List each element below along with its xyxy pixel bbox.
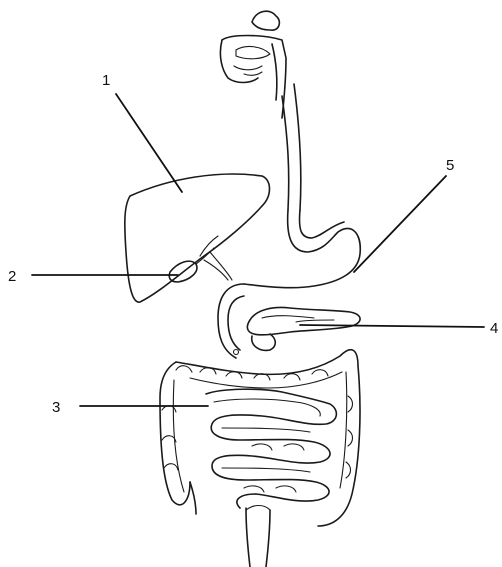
leader-line-5	[354, 176, 446, 272]
label-3: 3	[52, 399, 60, 416]
label-1: 1	[102, 72, 110, 89]
small-intestine	[206, 389, 336, 508]
leader-line-1	[116, 94, 182, 192]
gallbladder	[169, 248, 232, 282]
colon	[160, 350, 360, 526]
stomach	[244, 210, 360, 288]
pancreas	[247, 308, 360, 351]
label-5: 5	[446, 157, 454, 174]
label-4: 4	[490, 320, 498, 337]
liver	[125, 174, 270, 302]
mouth-cavity	[220, 11, 286, 118]
leader-line-4	[300, 325, 484, 327]
esophagus	[282, 84, 301, 210]
leader-lines	[32, 94, 484, 406]
label-2: 2	[8, 268, 16, 285]
duodenum	[218, 284, 244, 358]
rectum	[246, 506, 270, 567]
